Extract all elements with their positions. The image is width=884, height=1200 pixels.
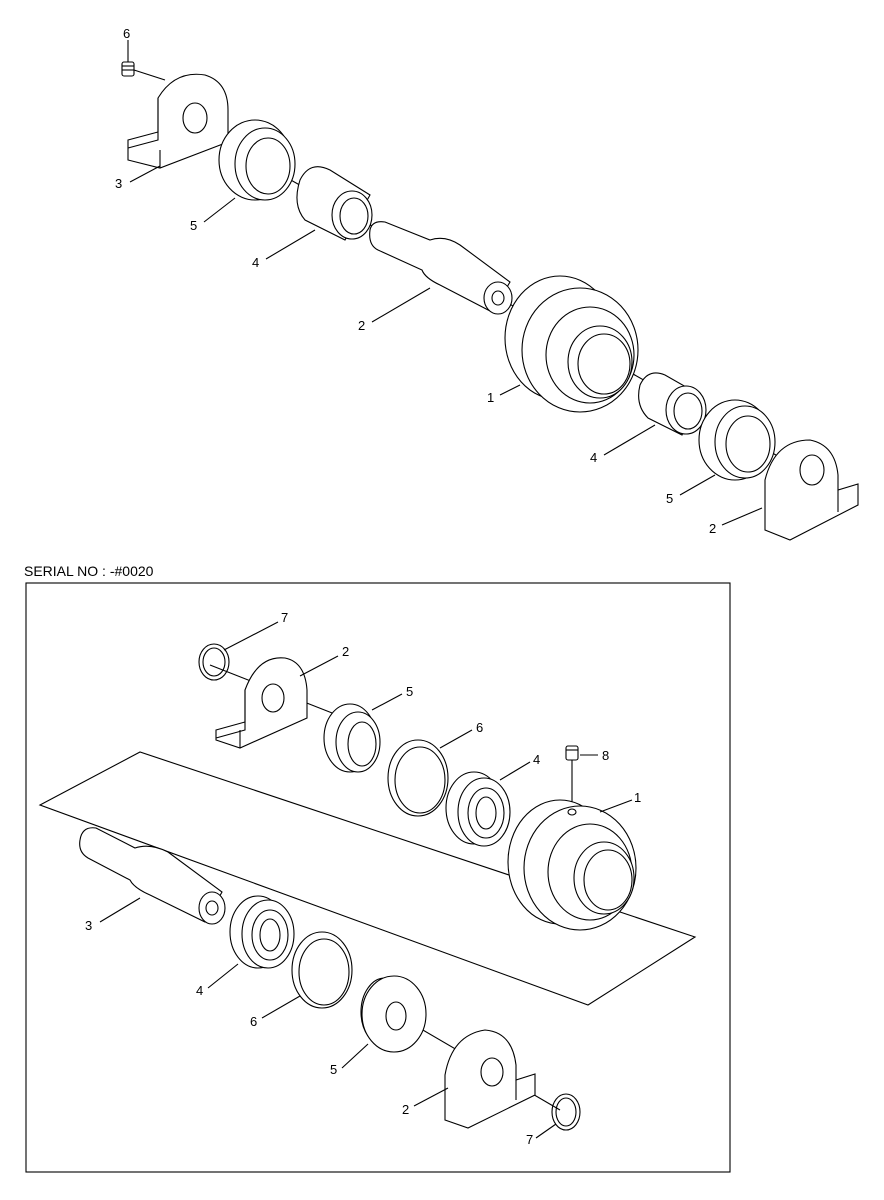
upper-roller	[504, 275, 639, 413]
lower-top-seal	[323, 703, 381, 773]
lower-callout-8: 8	[602, 748, 609, 763]
lower-frame	[25, 582, 731, 1173]
lower-leader-lines	[99, 621, 633, 1139]
lower-callout-4: 4	[533, 752, 540, 767]
upper-callout-4b: 4	[590, 450, 597, 465]
upper-set-screw	[121, 61, 166, 81]
upper-right-seal	[698, 399, 776, 481]
lower-callout-7b: 7	[526, 1132, 533, 1147]
upper-left-bracket	[127, 73, 229, 169]
lower-callout-6b: 6	[250, 1014, 257, 1029]
upper-leader-lines	[127, 40, 763, 526]
lower-callout-4b: 4	[196, 983, 203, 998]
lower-bottom-bracket	[444, 1029, 536, 1129]
lower-top-retaining-ring	[387, 739, 449, 817]
lower-group-outline	[38, 751, 697, 1006]
lower-callout-2: 2	[342, 644, 349, 659]
upper-callout-4: 4	[252, 255, 259, 270]
upper-callout-6: 6	[123, 26, 130, 41]
lower-bottom-retaining-ring	[291, 931, 353, 1009]
upper-left-bushing	[296, 166, 373, 241]
upper-callout-5b: 5	[666, 491, 673, 506]
lower-bottom-snap-ring	[551, 1093, 581, 1131]
lower-callout-3: 3	[85, 918, 92, 933]
lower-roller	[507, 799, 637, 931]
lower-shaft	[79, 827, 226, 925]
upper-shaft	[369, 221, 513, 315]
lower-bottom-bearing	[229, 895, 295, 969]
lower-callout-5: 5	[406, 684, 413, 699]
lower-top-bearing	[445, 771, 511, 847]
lower-plug	[565, 745, 579, 808]
serial-number-title: SERIAL NO : -#0020	[24, 563, 154, 579]
lower-callout-1: 1	[634, 790, 641, 805]
lower-top-snap-ring	[198, 643, 230, 681]
lower-bottom-seal	[360, 975, 427, 1053]
upper-right-bushing	[638, 372, 707, 436]
upper-callout-2b: 2	[709, 521, 716, 536]
lower-callout-7: 7	[281, 610, 288, 625]
lower-callout-6: 6	[476, 720, 483, 735]
upper-callout-5: 5	[190, 218, 197, 233]
lower-top-bracket	[215, 657, 308, 749]
upper-callout-2: 2	[358, 318, 365, 333]
upper-left-seal	[218, 119, 296, 201]
lower-callout-2b: 2	[402, 1102, 409, 1117]
upper-assembly: 6 3 5 4 2 1 4 5 2	[115, 26, 859, 541]
lower-assembly: 7 2 5 6 4 8 1 3 4 6 5 2 7	[38, 610, 697, 1147]
upper-callout-1: 1	[487, 390, 494, 405]
upper-callout-3: 3	[115, 176, 122, 191]
lower-callout-5b: 5	[330, 1062, 337, 1077]
upper-right-bracket	[764, 439, 859, 541]
